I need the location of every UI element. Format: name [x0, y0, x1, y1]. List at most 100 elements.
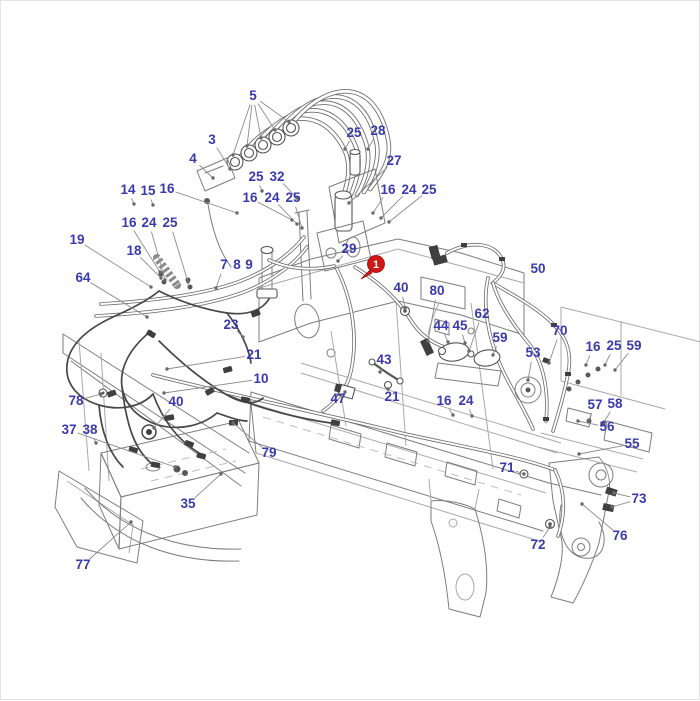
callout-3: 3 [208, 132, 216, 147]
fastener-dot [241, 335, 244, 338]
fastener-dot [343, 147, 346, 150]
callout-16: 16 [380, 182, 396, 197]
fastener-dot [287, 120, 290, 123]
leader-line-5 [260, 101, 289, 122]
fastener-dot [451, 413, 454, 416]
callout-25: 25 [606, 338, 622, 353]
callout-76: 76 [612, 528, 628, 543]
fastener-dot [260, 189, 263, 192]
fastener-dot [163, 278, 166, 281]
fastener-dot [151, 203, 154, 206]
callout-10: 10 [253, 371, 268, 386]
fastener-dot [219, 472, 222, 475]
callout-59: 59 [626, 338, 641, 353]
callout-28: 28 [370, 123, 386, 138]
fastener-dot [577, 452, 580, 455]
callout-53: 53 [525, 345, 541, 360]
callout-16: 16 [121, 215, 137, 230]
fastener-dot [245, 144, 248, 147]
callout-16: 16 [436, 393, 452, 408]
callout-62: 62 [474, 306, 489, 321]
leader-line-25 [173, 232, 188, 282]
callout-45: 45 [452, 318, 468, 333]
callout-37: 37 [61, 422, 76, 437]
callout-21: 21 [246, 347, 262, 362]
leader-line-37 [77, 433, 175, 467]
callout-70: 70 [552, 323, 567, 338]
fastener-dot [426, 339, 429, 342]
fastener-dot [165, 367, 168, 370]
leader-line-73 [612, 502, 630, 507]
fastener-dot [228, 167, 231, 170]
fastener-dot [612, 491, 615, 494]
fastener-dot [378, 370, 381, 373]
callout-24: 24 [141, 215, 157, 230]
fastener-dot [295, 222, 298, 225]
callout-57: 57 [587, 397, 602, 412]
callout-23: 23 [223, 317, 239, 332]
fastener-dot [470, 414, 473, 417]
leader-line-78 [85, 394, 101, 399]
fastener-dot [547, 361, 550, 364]
fastener-dot [526, 378, 529, 381]
leader-line-25 [389, 196, 422, 222]
red-callout-marker: 1 [361, 256, 385, 280]
leader-line-21 [167, 356, 245, 369]
callout-47: 47 [330, 391, 345, 406]
callout-38: 38 [82, 422, 98, 437]
fastener-dot [300, 226, 303, 229]
callout-72: 72 [530, 537, 545, 552]
fastener-dot [211, 176, 214, 179]
fastener-dot [587, 418, 590, 421]
leader-line-73 [614, 493, 630, 497]
fastener-dot [273, 128, 276, 131]
fastener-dot [580, 502, 583, 505]
fastener-dot [99, 392, 102, 395]
fastener-dot [366, 147, 369, 150]
callout-80: 80 [429, 283, 444, 298]
fastener-dot [467, 349, 470, 352]
callout-14: 14 [120, 182, 136, 197]
callout-9: 9 [245, 257, 253, 272]
fastener-dot [94, 441, 97, 444]
callout-71: 71 [499, 460, 515, 475]
fastener-dot [235, 211, 238, 214]
callout-59: 59 [492, 330, 507, 345]
callout-4: 4 [189, 151, 197, 166]
callout-19: 19 [69, 232, 84, 247]
fastener-dot [231, 153, 234, 156]
fastener-dot [149, 285, 152, 288]
fastener-dot [129, 520, 132, 523]
callout-50: 50 [530, 261, 545, 276]
leader-line-77 [90, 522, 131, 559]
leader-line-25 [605, 354, 610, 365]
leader-line-5 [258, 104, 275, 130]
callout-18: 18 [126, 243, 142, 258]
callout-77: 77 [75, 557, 90, 572]
callout-58: 58 [607, 396, 623, 411]
fastener-dot [576, 419, 579, 422]
callout-44: 44 [433, 318, 449, 333]
callout-25: 25 [285, 190, 301, 205]
callout-43: 43 [376, 352, 392, 367]
callout-16: 16 [159, 181, 175, 196]
fastener-dot [603, 363, 606, 366]
callout-73: 73 [631, 491, 647, 506]
callout-25: 25 [162, 215, 178, 230]
callout-8: 8 [233, 257, 241, 272]
callout-25: 25 [346, 125, 362, 140]
fastener-dot [173, 465, 176, 468]
callout-32: 32 [269, 169, 284, 184]
fastener-dot [145, 315, 148, 318]
callout-16: 16 [585, 339, 601, 354]
callout-15: 15 [140, 183, 156, 198]
fastener-dot [403, 306, 406, 309]
fastener-dot [336, 259, 339, 262]
fastener-dot [379, 216, 382, 219]
fastener-dot [491, 353, 494, 356]
fastener-dot [186, 280, 189, 283]
fastener-dot [214, 286, 217, 289]
leader-line-70 [549, 340, 557, 363]
callout-25: 25 [421, 182, 437, 197]
